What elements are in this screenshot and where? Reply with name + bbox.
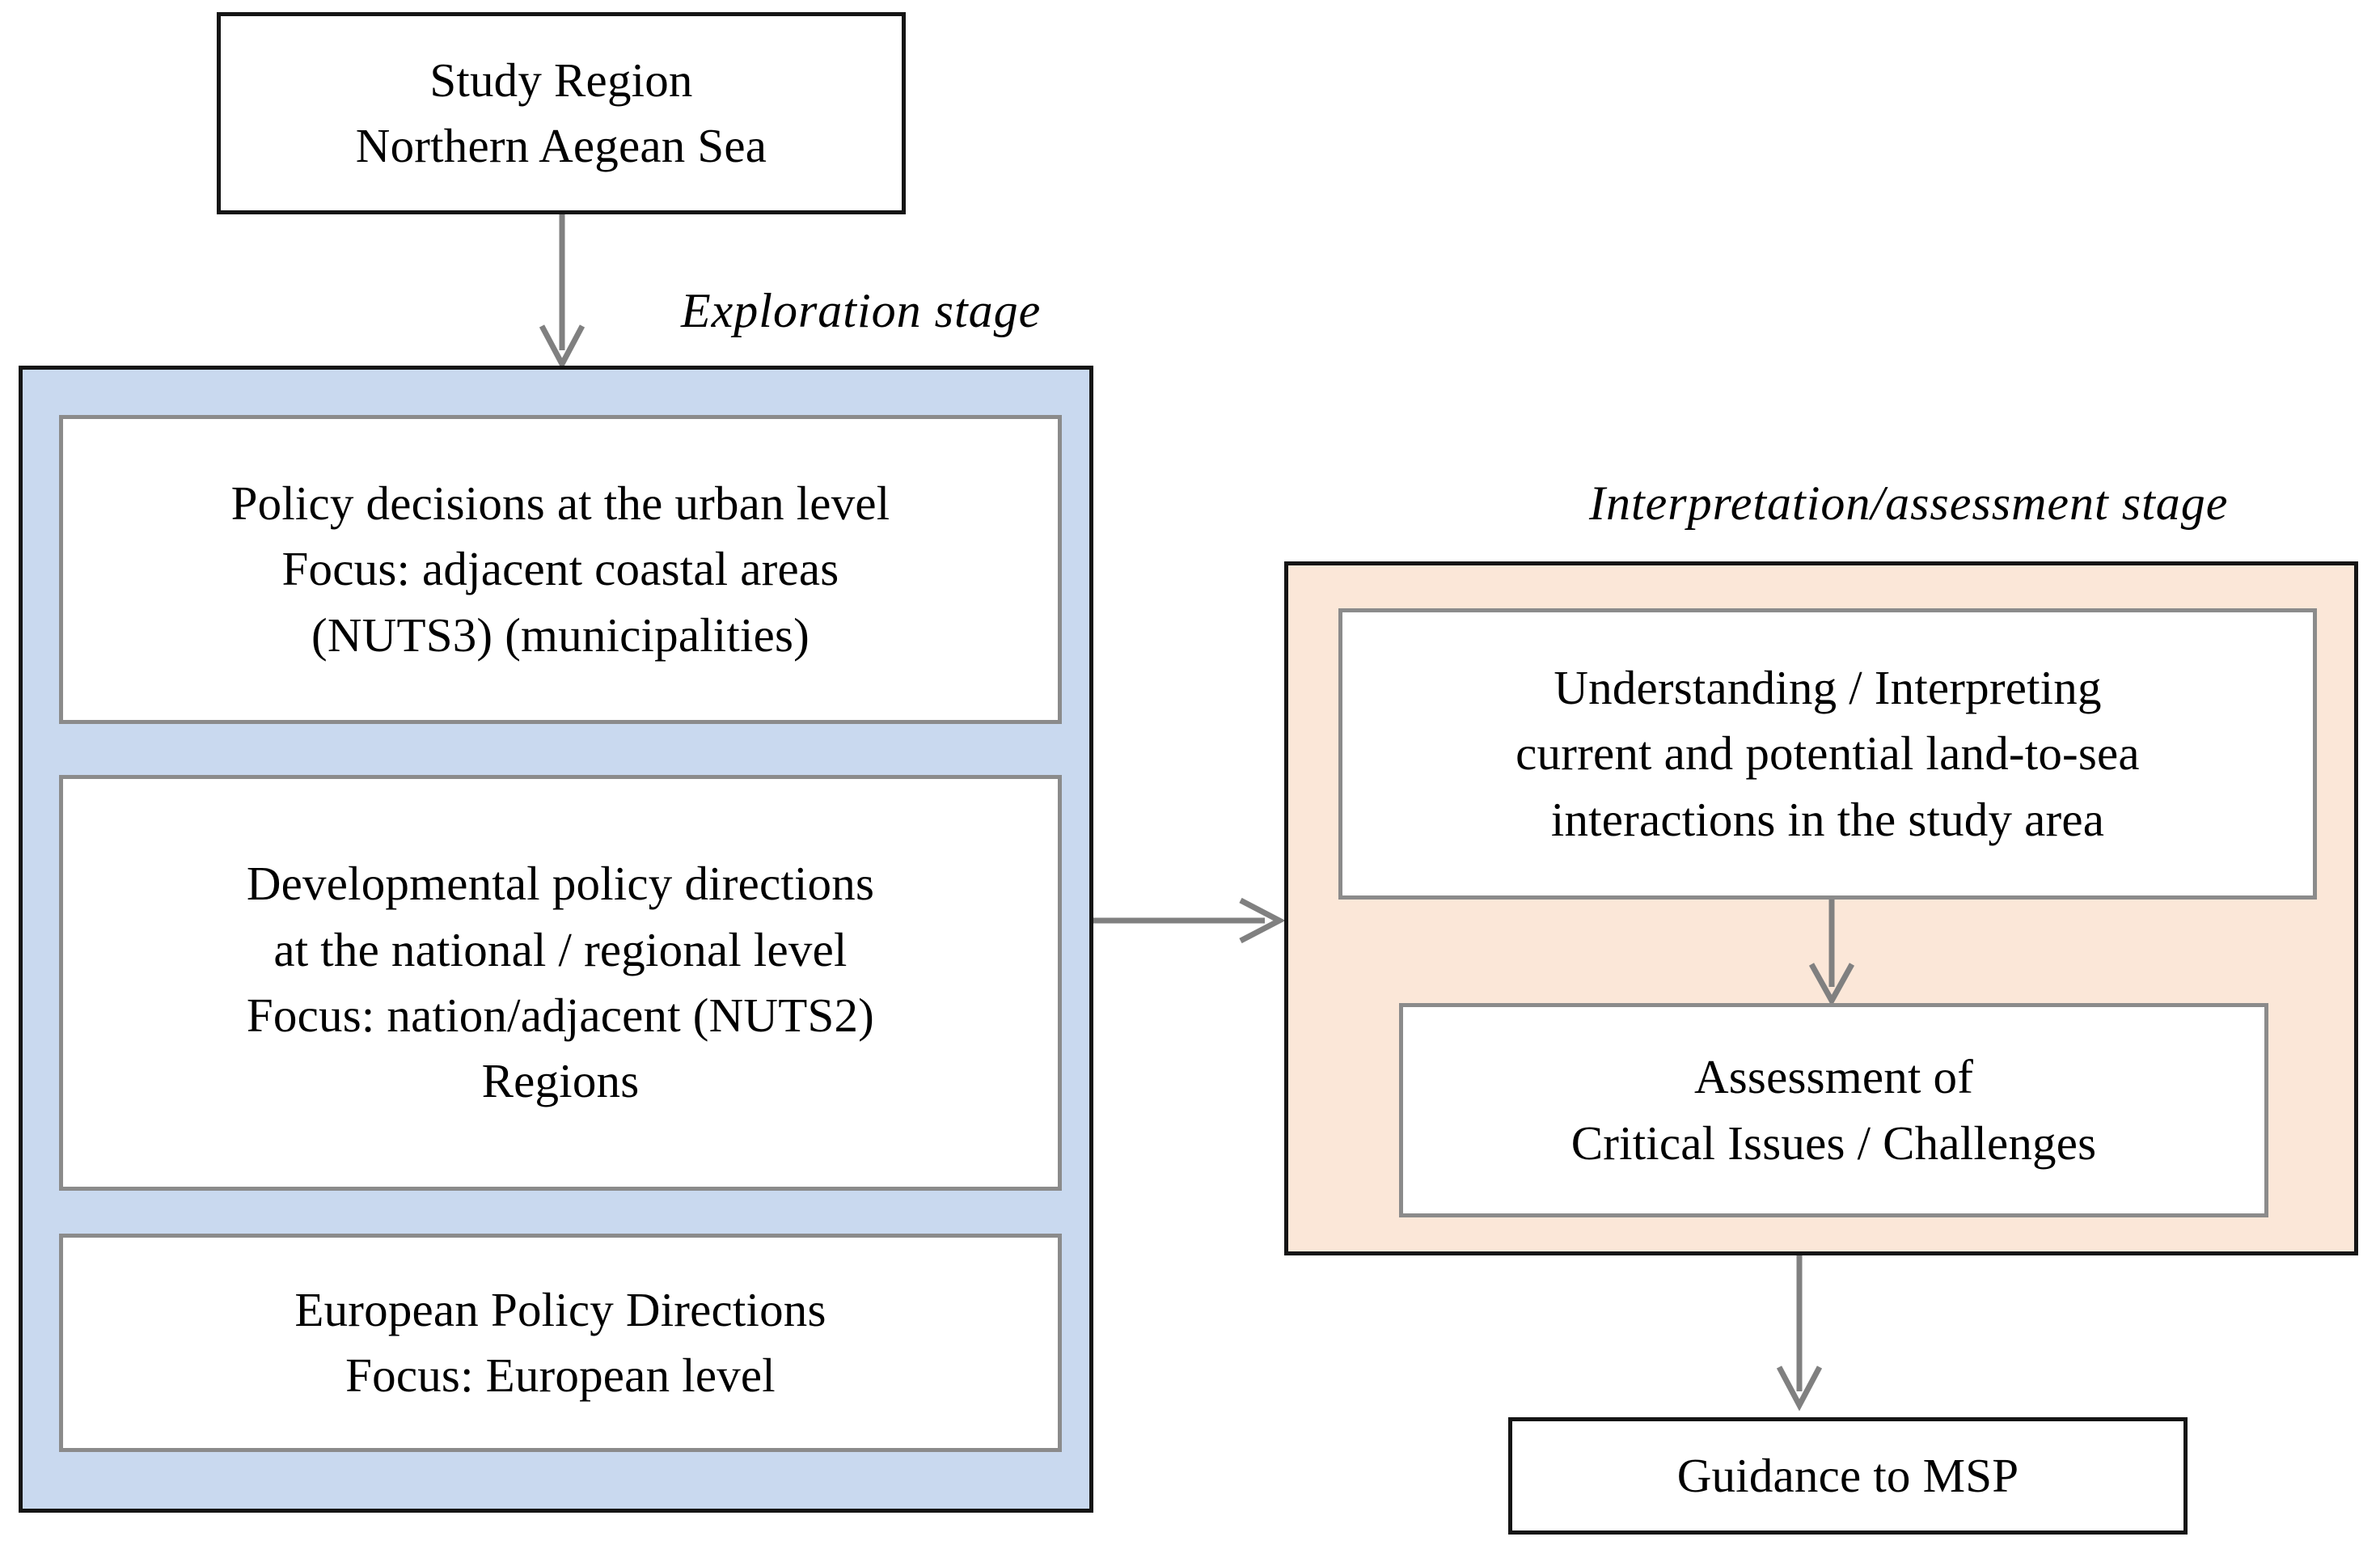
understanding-interpreting-box: Understanding / Interpreting current and… bbox=[1338, 608, 2317, 900]
european-policy-label: European Policy Directions Focus: Europe… bbox=[294, 1282, 826, 1402]
study-region-box: Study Region Northern Aegean Sea bbox=[217, 12, 906, 214]
european-policy-box: European Policy Directions Focus: Europe… bbox=[59, 1234, 1062, 1452]
arrow-study-region-to-exploration bbox=[534, 214, 590, 370]
arrow-understanding-to-assessment bbox=[1803, 900, 1860, 1007]
interpretation-stage-label: Interpretation/assessment stage bbox=[1589, 476, 2229, 530]
policy-decisions-urban-box: Policy decisions at the urban level Focu… bbox=[59, 415, 1062, 724]
critical-issues-box: Assessment of Critical Issues / Challeng… bbox=[1399, 1003, 2268, 1217]
critical-issues-label: Assessment of Critical Issues / Challeng… bbox=[1570, 1050, 2097, 1170]
guidance-to-msp-box: Guidance to MSP bbox=[1508, 1417, 2188, 1535]
study-region-label: Study Region Northern Aegean Sea bbox=[355, 53, 767, 172]
policy-decisions-urban-label: Policy decisions at the urban level Focu… bbox=[230, 476, 890, 662]
arrow-assessment-to-guidance bbox=[1771, 1255, 1828, 1412]
guidance-to-msp-label: Guidance to MSP bbox=[1676, 1448, 2019, 1502]
developmental-policy-box: Developmental policy directions at the n… bbox=[59, 775, 1062, 1191]
understanding-interpreting-label: Understanding / Interpreting current and… bbox=[1516, 660, 2140, 846]
assessment-stage-panel: Understanding / Interpreting current and… bbox=[1284, 561, 2358, 1255]
developmental-policy-label: Developmental policy directions at the n… bbox=[246, 857, 875, 1108]
exploration-stage-label: Exploration stage bbox=[681, 284, 1042, 337]
arrow-exploration-to-assessment bbox=[1093, 890, 1287, 955]
exploration-stage-panel: Policy decisions at the urban level Focu… bbox=[19, 366, 1093, 1513]
